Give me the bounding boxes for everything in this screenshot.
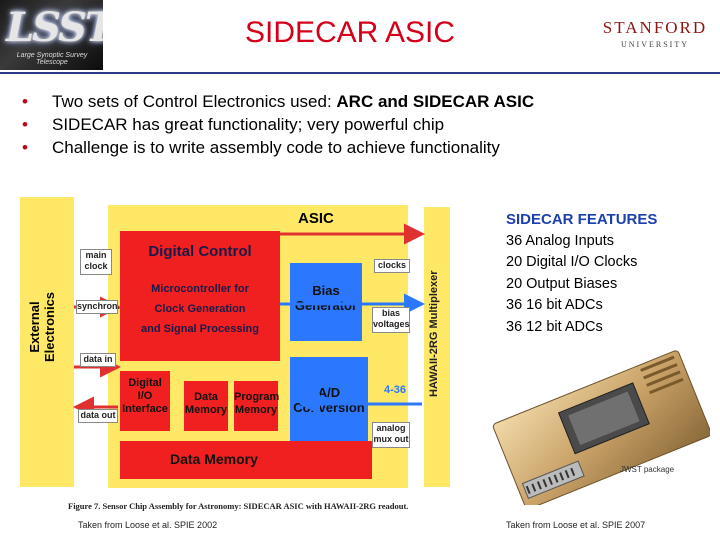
bullet-marker: • [22,138,28,157]
main-clock-label: main clock [80,249,112,275]
bullet-item: • Two sets of Control Electronics used: A… [22,90,534,113]
credit-left: Taken from Loose et al. SPIE 2002 [78,520,218,530]
feature-item: 20 Digital I/O Clocks [506,254,638,270]
synchron-label: synchron. [76,300,120,314]
data-memory-block: Data Memory [120,441,372,479]
bullet-item: • Challenge is to write assembly code to … [22,136,534,159]
feature-item: 36 Analog Inputs [506,232,615,249]
stanford-university: UNIVERSITY [621,40,689,49]
bullet-text: Two sets of Control Electronics used: [52,92,337,111]
channels-label: 4-36 [384,384,407,396]
dm1-line: Memory [184,404,228,416]
data-memory-small-label: Data Memory [184,391,228,417]
main-clock-line: main [85,250,107,260]
bias-line: Bias [312,283,340,298]
analog-mux-line: analog [376,423,406,433]
ad-line: A/D [317,385,341,400]
data-in-label: data in [80,353,116,367]
dc-desc-line: and Signal Processing [141,323,259,335]
data-out-label: data out [78,409,118,423]
external-electronics-block [20,197,74,487]
stanford-name: STANFORD [602,18,708,37]
digital-io-label: Digital I/O Interface [120,377,170,416]
dc-desc-line: Clock Generation [154,303,246,315]
figure-caption: Figure 7. Sensor Chip Assembly for Astro… [68,501,409,511]
digital-control-title: Digital Control [148,243,252,260]
stanford-logo: STANFORD UNIVERSITY [600,18,710,49]
feature-item: 20 Output Biases [506,275,618,292]
lsst-logo-subtitle: Large Synoptic Survey Telescope [16,52,88,66]
dc-desc-line: Microcontroller for [151,283,249,295]
dio-line: I/O [137,390,153,402]
slide-title: SIDECAR ASIC [244,16,456,49]
feature-item: 36 12 bit ADCs [506,318,603,335]
bullet-bold-text: ARC and SIDECAR ASIC [336,92,535,111]
dio-line: Interface [122,403,168,415]
bullet-marker: • [22,115,28,134]
program-memory-block: Program Memory [234,381,280,431]
asic-block-diagram: External Electronics ASIC Digital Contro… [20,197,470,497]
header-divider [0,72,720,74]
main-clock-line: clock [84,261,108,271]
data-memory-label: Data Memory [170,451,258,467]
diagram-arrows [73,223,425,418]
digital-control-desc: Microcontroller for Clock Generation and… [120,279,280,339]
digital-control-block: Digital Control Microcontroller for Cloc… [120,231,280,361]
digital-io-block: Digital I/O Interface [120,371,170,431]
bullet-item: • SIDECAR has great functionality; very p… [22,113,534,136]
bias-generator-block: Bias Generator [290,263,362,341]
asic-block: ASIC Digital Control Microcontroller for… [108,205,408,488]
features-header: SIDECAR FEATURES [506,211,658,228]
lsst-logo: LSST Large Synoptic Survey Telescope [0,0,103,70]
bullet-text: SIDECAR has great functionality; very po… [52,115,445,134]
bias-generator-label: Bias Generator [290,283,362,313]
bullet-list: • Two sets of Control Electronics used: A… [22,90,534,159]
jwst-package-photo: JWST package [492,350,710,505]
bullet-marker: • [22,92,28,111]
program-memory-label: Program Memory [234,391,280,417]
sidecar-features: SIDECAR FEATURES 36 Analog Inputs 20 Dig… [506,209,657,338]
clocks-label: clocks [374,259,410,273]
feature-item: 36 16 bit ADCs [506,297,603,313]
analog-mux-line: mux out [373,434,409,444]
bias-voltages-line: voltages [373,319,410,329]
dm2-line: Program [234,391,280,403]
dm1-line: Data [194,391,218,403]
photo-label: JWST package [620,465,675,474]
analog-mux-label: analog mux out [372,422,410,448]
bias-voltages-line: bias [381,308,400,318]
data-memory-small-block: Data Memory [184,381,228,431]
bullet-text: Challenge is to write assembly code to a… [52,138,500,157]
lsst-logo-text: LSST [6,4,103,51]
hawaii-multiplexer-block [424,207,450,487]
credit-right: Taken from Loose et al. SPIE 2007 [506,520,646,530]
dm2-line: Memory [234,404,278,416]
bias-voltages-label: bias voltages [372,307,410,333]
asic-title: ASIC [298,210,334,227]
dio-line: Digital [128,377,162,389]
